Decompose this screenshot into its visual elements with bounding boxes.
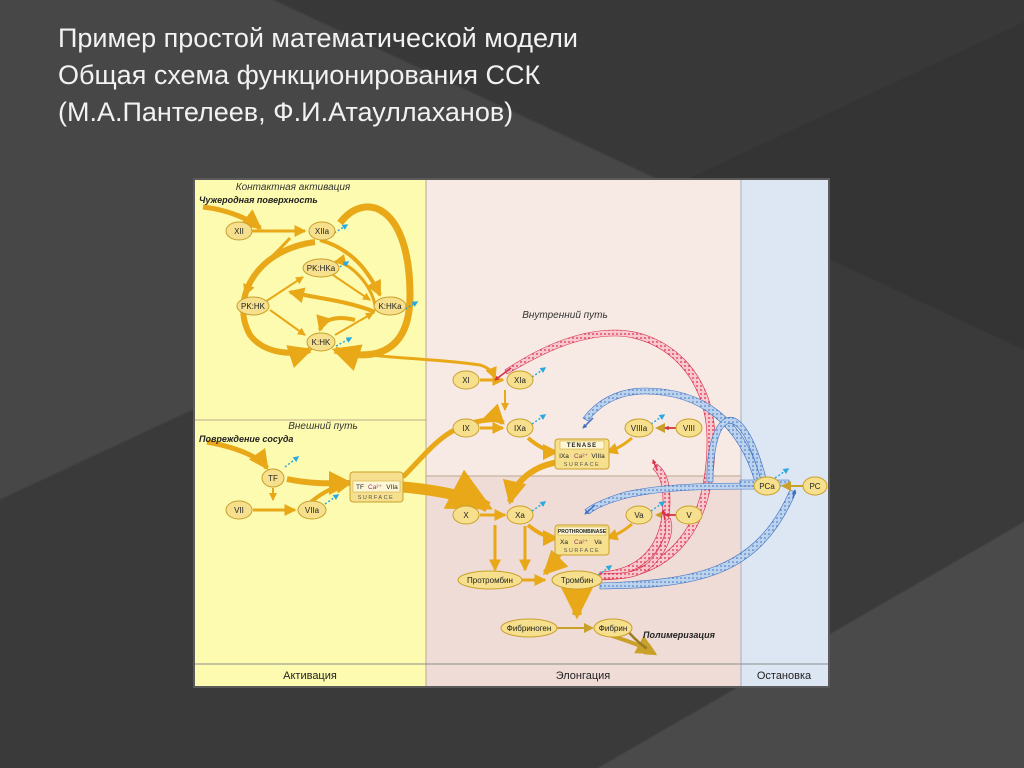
node-label: XI [462,376,470,385]
node-xi: XI [452,370,480,390]
node-pk-hka: PK:HKa [302,258,340,278]
node-xa: Xa [506,505,534,525]
node-x: X [452,505,480,525]
node-fibrinogen: Фибриноген [500,618,558,638]
complex-name: TENASE [567,443,597,449]
node-thrombin: Тромбин [551,570,603,590]
node-label: PK:HK [241,302,266,311]
label-intrinsic-path: Внутренний путь [522,310,608,321]
slide-title: Пример простой математической модели Общ… [58,20,578,131]
node-xiia: XIIa [308,221,336,241]
node-label: VIIIa [631,424,648,433]
node-pca: PCa [753,476,781,496]
node-label: Протромбин [467,576,513,585]
label-extrinsic-path: Внешний путь [288,421,358,432]
complex-part: Xa [560,539,568,546]
node-k-hk: K:HK [306,332,336,352]
complex-part: IXa [559,453,569,460]
zone-label-stop: Остановка [757,670,812,682]
complex-part: Va [594,539,602,546]
node-pk-hk: PK:HK [236,296,270,316]
node-fibrin: Фибрин [593,618,633,638]
complex-part: VIIIa [591,453,605,460]
node-label: XII [234,227,244,236]
node-label: IX [462,424,470,433]
node-label: Фибриноген [507,624,552,633]
title-line: Общая схема функционирования ССК [58,60,541,90]
complex-surface: SURFACE [564,548,600,554]
coagulation-scheme-figure: Контактная активация Чужеродная поверхно… [193,178,830,688]
node-va: Va [625,505,653,525]
node-v: V [675,505,703,525]
node-label: VIIa [305,506,320,515]
title-line: (М.А.Пантелеев, Ф.И.Атауллаханов) [58,97,514,127]
node-label: V [686,511,692,520]
node-xia: XIa [506,370,534,390]
node-label: K:HK [312,338,331,347]
node-label: XIa [514,376,527,385]
thrombin-feedback-heads [494,367,677,521]
label-vessel-damage: Повреждение сосуда [199,434,293,444]
zone-label-activation: Активация [283,670,337,682]
zone-label-elongation: Элонгация [556,670,611,682]
node-label: PK:HKa [307,264,336,273]
node-label: Фибрин [599,624,627,633]
coagulation-scheme-diagram: Контактная активация Чужеродная поверхно… [195,180,828,686]
zone-stop [741,180,828,686]
node-prothrombin: Протромбин [457,570,523,590]
label-foreign-surface: Чужеродная поверхность [199,195,318,205]
complex-tenase: TENASE IXa Ca²⁺ VIIIa SURFACE [554,438,610,470]
node-label: K:HKa [378,302,402,311]
protein-c-pathway-heads [582,417,797,515]
node-label: X [463,511,469,520]
complex-tf-viia: TF Ca²⁺ VIIa SURFACE [349,471,404,503]
complex-part: Ca²⁺ [574,539,588,546]
node-label: PCa [759,482,775,491]
node-label: Xa [515,511,525,520]
contact-activation-arrows [202,203,497,380]
complex-part: Ca²⁺ [368,484,382,491]
complex-part: Ca²⁺ [574,453,588,460]
complex-prothrombinase: PROTHROMBINASE Xa Ca²⁺ Va SURFACE [554,524,610,556]
node-label: XIIa [315,227,330,236]
node-label: Тромбин [561,576,593,585]
activation-markers [284,224,790,576]
label-contact-activation: Контактная активация [236,182,351,193]
node-label: IXa [514,424,527,433]
node-viiia: VIIIa [624,418,654,438]
node-label: VIII [683,424,695,433]
title-line: Пример простой математической модели [58,23,578,53]
node-pc: PC [802,476,828,496]
node-k-hka: K:HKa [373,296,407,316]
label-polymerization: Полимеризация [643,630,716,640]
complex-part: VIIa [386,484,398,491]
factor-nodes: XII XIIa PK:HKa PK:HK K:HKa K:HK TF VII [225,221,828,638]
node-ixa: IXa [506,418,534,438]
node-xii: XII [225,221,253,241]
node-label: Va [634,511,644,520]
zone-activation [195,180,426,686]
node-viia: VIIa [297,500,327,520]
node-viii: VIII [675,418,703,438]
node-tf: TF [261,468,285,488]
complex-part: TF [356,484,364,491]
complex-surface: SURFACE [564,462,600,468]
node-label: VII [234,506,244,515]
complex-surface: SURFACE [358,495,394,501]
complex-name: PROTHROMBINASE [558,529,607,535]
node-vii: VII [225,500,253,520]
extrinsic-path-arrows [206,403,505,516]
node-ix: IX [452,418,480,438]
node-label: PC [809,482,820,491]
node-label: TF [268,474,278,483]
